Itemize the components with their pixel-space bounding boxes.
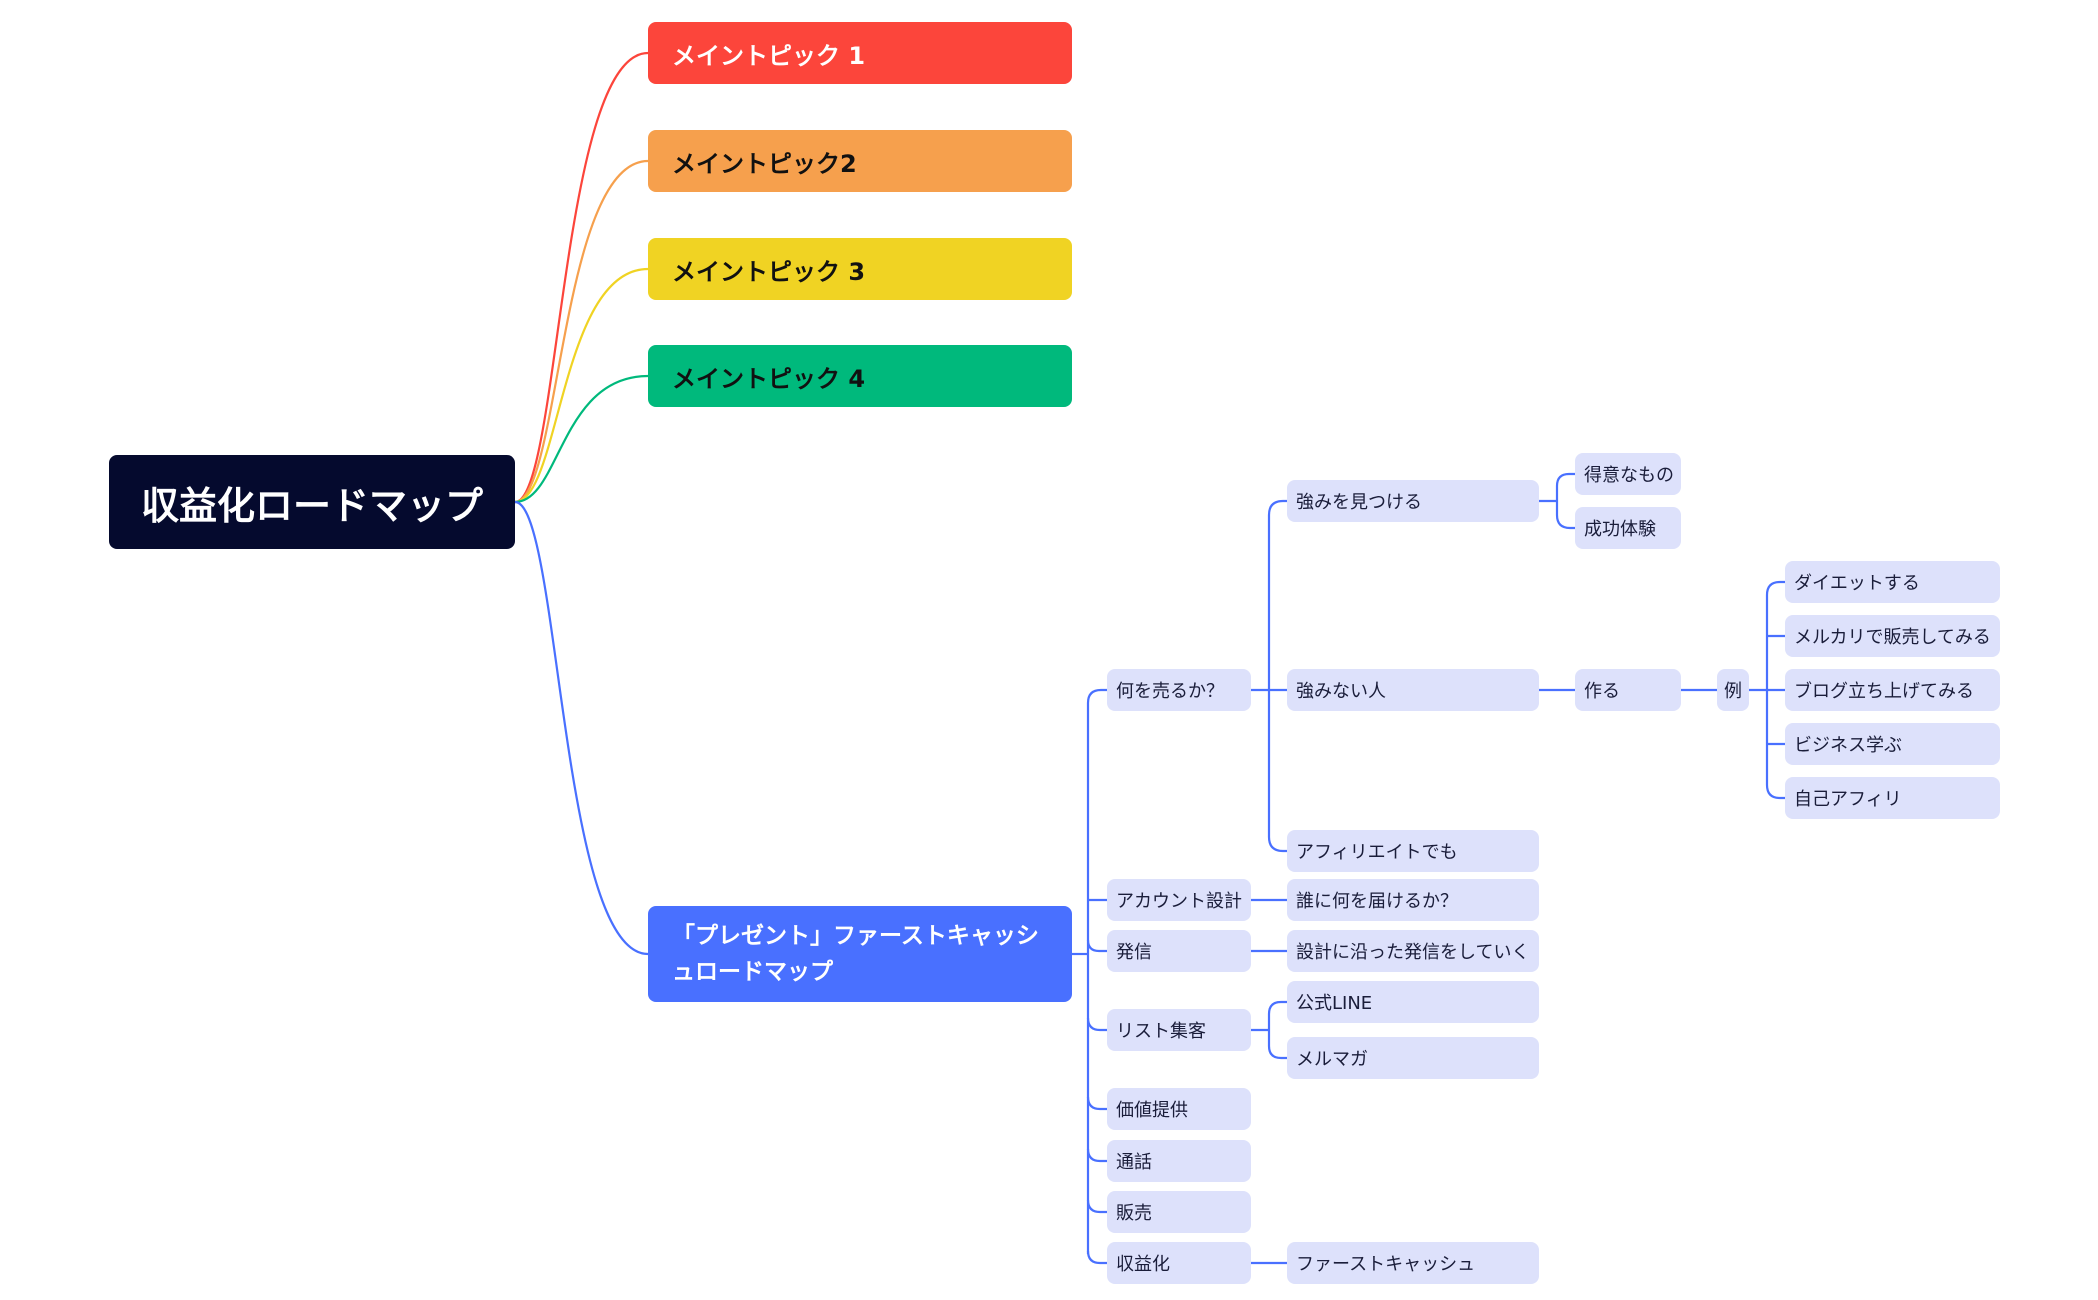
main-topic-2[interactable]: メイントピック2 bbox=[648, 130, 1072, 192]
call-node[interactable]: 通話 bbox=[1107, 1140, 1251, 1182]
good-at-node[interactable]: 得意なもの bbox=[1575, 453, 1681, 495]
posting-plan-node[interactable]: 設計に沿った発信をしていく bbox=[1287, 930, 1539, 972]
who-what-node[interactable]: 誰に何を届けるか？ bbox=[1287, 879, 1539, 921]
first-cash-node[interactable]: ファーストキャッシュ bbox=[1287, 1242, 1539, 1284]
example-item-business[interactable]: ビジネス学ぶ bbox=[1785, 723, 2000, 765]
posting-node[interactable]: 発信 bbox=[1107, 930, 1251, 972]
example-item-mercari[interactable]: メルカリで販売してみる bbox=[1785, 615, 2000, 657]
present-roadmap-topic[interactable]: 「プレゼント」ファーストキャッシュロードマップ bbox=[648, 906, 1072, 1002]
success-node[interactable]: 成功体験 bbox=[1575, 507, 1681, 549]
make-node[interactable]: 作る bbox=[1575, 669, 1681, 711]
example-node[interactable]: 例 bbox=[1717, 669, 1749, 711]
what-to-sell-node[interactable]: 何を売るか？ bbox=[1107, 669, 1251, 711]
value-node[interactable]: 価値提供 bbox=[1107, 1088, 1251, 1130]
sales-node[interactable]: 販売 bbox=[1107, 1191, 1251, 1233]
main-topic-3[interactable]: メイントピック 3 bbox=[648, 238, 1072, 300]
example-item-diet[interactable]: ダイエットする bbox=[1785, 561, 2000, 603]
list-building-node[interactable]: リスト集客 bbox=[1107, 1009, 1251, 1051]
account-design-node[interactable]: アカウント設計 bbox=[1107, 879, 1251, 921]
mailmag-node[interactable]: メルマガ bbox=[1287, 1037, 1539, 1079]
monetize-node[interactable]: 収益化 bbox=[1107, 1242, 1251, 1284]
root-topic[interactable]: 収益化ロードマップ bbox=[109, 455, 515, 549]
find-strength-node[interactable]: 強みを見つける bbox=[1287, 480, 1539, 522]
no-strength-node[interactable]: 強みない人 bbox=[1287, 669, 1539, 711]
example-item-self-affiliate[interactable]: 自己アフィリ bbox=[1785, 777, 2000, 819]
official-line-node[interactable]: 公式LINE bbox=[1287, 981, 1539, 1023]
example-item-blog[interactable]: ブログ立ち上げてみる bbox=[1785, 669, 2000, 711]
affiliate-node[interactable]: アフィリエイトでも bbox=[1287, 830, 1539, 872]
main-topic-4[interactable]: メイントピック 4 bbox=[648, 345, 1072, 407]
main-topic-1[interactable]: メイントピック 1 bbox=[648, 22, 1072, 84]
